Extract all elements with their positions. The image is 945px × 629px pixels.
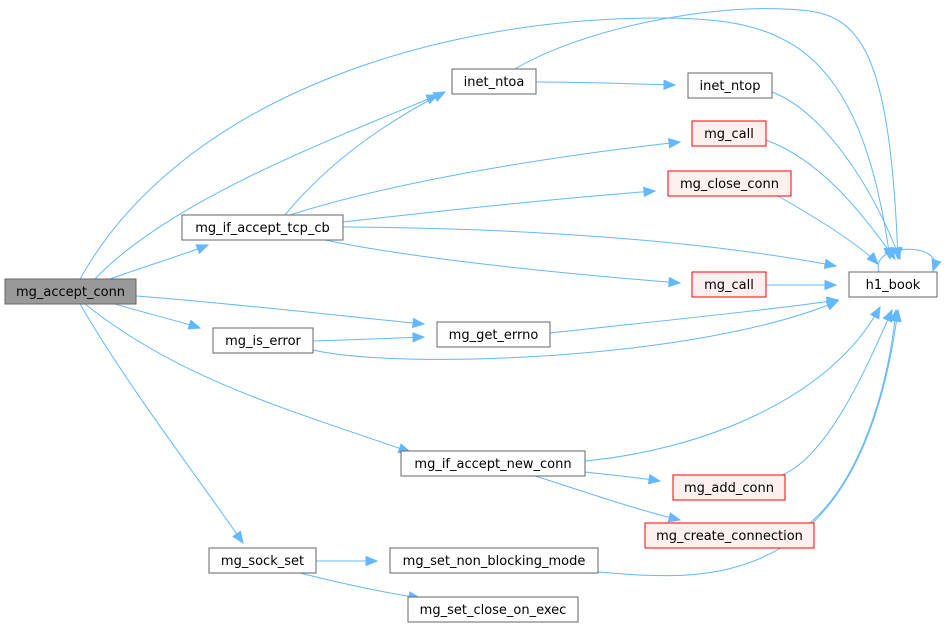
arrowhead-mg_add_conn-to-h1_book <box>882 308 893 323</box>
node-box[interactable] <box>691 271 767 298</box>
node-box[interactable] <box>208 547 317 574</box>
edge-mg_if_accept_tcp_cb-to-mg_close_conn <box>342 190 656 223</box>
node-box[interactable] <box>389 547 599 574</box>
node-mg_get_errno[interactable]: mg_get_errno <box>436 321 551 348</box>
arrowhead-mg_if_accept_tcp_cb-to-mg_call_2 <box>668 276 682 288</box>
edge-mg_accept_conn-to-h1_book <box>79 17 891 280</box>
arrowhead-mg_accept_conn-to-mg_sock_set <box>232 530 244 545</box>
node-label: mg_call <box>704 127 754 142</box>
node-label: mg_set_close_on_exec <box>420 603 567 618</box>
node-label: inet_ntoa <box>464 75 525 90</box>
arrowhead-mg_accept_conn-to-mg_is_error <box>187 319 202 330</box>
node-label: mg_call <box>704 278 754 293</box>
node-label: mg_is_error <box>225 334 301 349</box>
edge-mg_accept_conn-to-mg_sock_set <box>79 303 244 544</box>
arrowhead-h1_book-to-h1_book <box>931 258 942 273</box>
node-box[interactable] <box>848 271 938 298</box>
edge-mg_is_error-to-h1_book <box>312 300 839 360</box>
node-mg_create_connection[interactable]: mg_create_connection <box>644 522 815 549</box>
node-label: mg_if_accept_new_conn <box>414 457 571 472</box>
node-mg_call_1[interactable]: mg_call <box>691 120 767 147</box>
node-label: mg_if_accept_tcp_cb <box>195 221 330 236</box>
node-label: mg_add_conn <box>684 481 774 496</box>
node-box[interactable] <box>451 68 537 95</box>
node-box[interactable] <box>181 214 344 241</box>
edge-inet_ntoa-to-h1_book <box>514 8 899 260</box>
arrowhead-mg_accept_conn-to-mg_if_accept_tcp_cb <box>195 244 210 255</box>
node-label: mg_close_conn <box>680 177 779 192</box>
arrowhead-mg_get_errno-to-h1_book <box>825 296 840 307</box>
node-mg_if_accept_new_conn[interactable]: mg_if_accept_new_conn <box>400 450 586 477</box>
node-h1_book[interactable]: h1_book <box>848 271 938 298</box>
arrowhead-mg_if_accept_tcp_cb-to-inet_ntoa <box>432 91 447 102</box>
edge-mg_accept_conn-to-mg_if_accept_new_conn <box>84 303 411 453</box>
arrowhead-mg_if_accept_tcp_cb-to-h1_book <box>823 258 838 269</box>
arrowhead-mg_accept_conn-to-mg_get_errno <box>412 317 426 329</box>
node-inet_ntoa[interactable]: inet_ntoa <box>451 68 537 95</box>
edge-mg_accept_conn-to-mg_if_accept_tcp_cb <box>109 244 209 280</box>
edge-mg_if_accept_new_conn-to-mg_create_connection <box>534 475 681 521</box>
arrowhead-mg_call_2-to-h1_book <box>824 279 838 291</box>
node-box[interactable] <box>407 596 579 623</box>
node-box[interactable] <box>644 522 815 549</box>
node-inet_ntop[interactable]: inet_ntop <box>687 72 773 99</box>
node-box[interactable] <box>687 72 773 99</box>
arrowhead-mg_set_non_blocking_mode-to-h1_book <box>891 308 902 323</box>
node-box[interactable] <box>400 450 586 477</box>
arrowhead-mg_if_accept_tcp_cb-to-mg_close_conn <box>643 186 657 198</box>
node-box[interactable] <box>691 120 767 147</box>
edge-inet_ntop-to-h1_book <box>771 91 901 260</box>
node-mg_close_conn[interactable]: mg_close_conn <box>667 170 792 197</box>
arrowhead-mg_close_conn-to-h1_book <box>866 252 879 265</box>
node-box[interactable] <box>212 327 314 354</box>
edge-mg_get_errno-to-h1_book <box>549 299 839 334</box>
edge-mg_call_1-to-h1_book <box>765 139 896 260</box>
edge-mg_if_accept_tcp_cb-to-inet_ntoa <box>284 91 446 216</box>
edge-mg_accept_conn-to-mg_get_errno <box>135 295 425 325</box>
edge-mg_close_conn-to-h1_book <box>777 195 879 265</box>
arrowhead-mg_call_1-to-h1_book <box>884 246 896 261</box>
edge-mg_if_accept_tcp_cb-to-mg_call_1 <box>289 141 681 216</box>
node-mg_add_conn[interactable]: mg_add_conn <box>672 474 786 501</box>
node-box[interactable] <box>672 474 786 501</box>
edge-mg_add_conn-to-h1_book <box>781 309 893 476</box>
node-mg_if_accept_tcp_cb[interactable]: mg_if_accept_tcp_cb <box>181 214 344 241</box>
node-box[interactable] <box>667 170 792 197</box>
arrowhead-mg_if_accept_new_conn-to-h1_book <box>869 305 881 320</box>
node-label: mg_sock_set <box>221 554 304 569</box>
edge-mg_if_accept_tcp_cb-to-mg_call_2 <box>324 239 681 284</box>
node-label: mg_accept_conn <box>16 285 125 300</box>
node-mg_is_error[interactable]: mg_is_error <box>212 327 314 354</box>
arrowhead-mg_if_accept_new_conn-to-mg_create_connection <box>667 512 682 523</box>
node-mg_accept_conn[interactable]: mg_accept_conn <box>4 278 137 305</box>
arrowhead-mg_if_accept_new_conn-to-mg_add_conn <box>647 474 662 485</box>
edge-mg_accept_conn-to-inet_ntoa <box>94 94 439 280</box>
node-label: h1_book <box>866 278 921 293</box>
edge-mg_if_accept_new_conn-to-h1_book <box>584 306 881 462</box>
node-label: inet_ntop <box>700 79 761 94</box>
edge-mg_is_error-to-mg_get_errno <box>312 336 425 342</box>
node-label: mg_create_connection <box>656 529 803 544</box>
arrowhead-mg_is_error-to-mg_get_errno <box>412 332 426 343</box>
edges-layer <box>79 8 942 602</box>
edge-mg_set_non_blocking_mode-to-h1_book <box>597 309 899 577</box>
edge-mg_create_connection-to-h1_book <box>809 309 897 524</box>
node-mg_sock_set[interactable]: mg_sock_set <box>208 547 317 574</box>
arrowhead-mg_sock_set-to-mg_set_non_blocking_mode <box>365 555 379 567</box>
node-mg_set_close_on_exec[interactable]: mg_set_close_on_exec <box>407 596 579 623</box>
node-label: mg_set_non_blocking_mode <box>403 554 586 569</box>
edge-mg_accept_conn-to-mg_is_error <box>114 303 201 329</box>
node-box[interactable] <box>4 278 137 305</box>
node-mg_set_non_blocking_mode[interactable]: mg_set_non_blocking_mode <box>389 547 599 574</box>
node-box[interactable] <box>436 321 551 348</box>
node-label: mg_get_errno <box>449 328 539 343</box>
edge-inet_ntoa-to-inet_ntop <box>535 81 676 86</box>
arrowhead-mg_if_accept_tcp_cb-to-mg_call_1 <box>668 138 682 149</box>
edge-mg_if_accept_tcp_cb-to-h1_book <box>342 226 837 267</box>
arrowhead-inet_ntoa-to-inet_ntop <box>663 79 677 90</box>
edge-mg_sock_set-to-mg_set_close_on_exec <box>299 572 421 599</box>
node-mg_call_2[interactable]: mg_call <box>691 271 767 298</box>
